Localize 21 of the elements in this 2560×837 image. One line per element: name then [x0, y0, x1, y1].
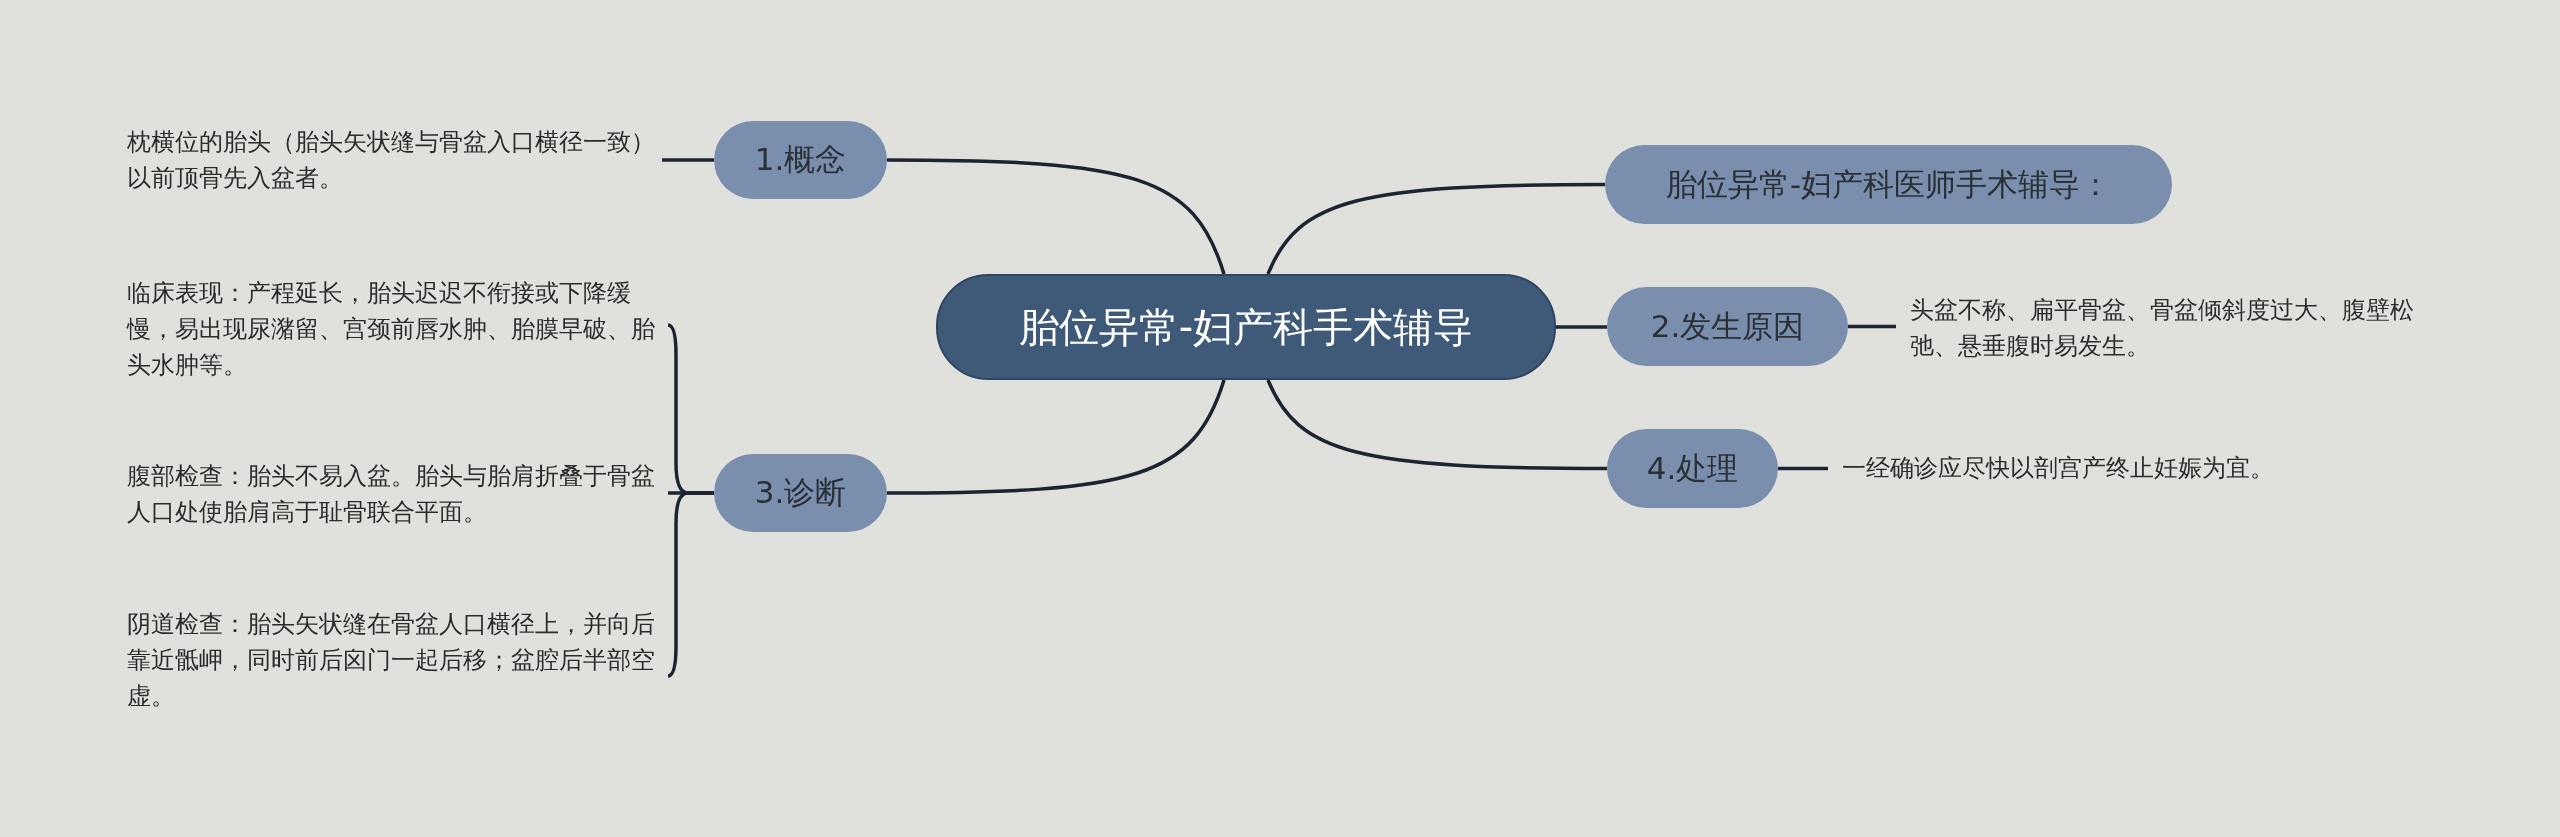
note-text: 阴道检查：胎头矢状缝在骨盆人口横径上，并向后靠近骶岬，同时前后囟门一起后移；盆腔后半部空虚。 — [127, 606, 662, 714]
connector — [1266, 182, 1605, 275]
connector — [662, 158, 714, 162]
note-text: 枕横位的胎头（胎头矢状缝与骨盆入口横径一致）以前顶骨先入盆者。 — [127, 124, 662, 196]
connector — [887, 379, 1226, 495]
topic-pill: 1.概念 — [714, 121, 887, 199]
note-text: 临床表现：产程延长，胎头迟迟不衔接或下降缓慢，易出现尿潴留、宫颈前唇水肿、胎膜早破、胎头水肿等。 — [127, 275, 662, 383]
topic-pill: 2.发生原因 — [1607, 287, 1848, 366]
connector — [1266, 379, 1607, 471]
topic-pill: 胎位异常-妇产科医师手术辅导： — [1605, 145, 2172, 224]
note-text: 腹部检查：胎头不易入盆。胎头与胎肩折叠于骨盆人口处使胎肩高于耻骨联合平面。 — [127, 458, 662, 530]
connector — [667, 491, 714, 678]
connector — [1848, 324, 1896, 329]
note-text: 头盆不称、扁平骨盆、骨盆倾斜度过大、腹壁松弛、悬垂腹时易发生。 — [1910, 292, 2445, 364]
note-text: 一经确诊应尽快以剖宫产终止妊娠为宜。 — [1842, 450, 2362, 486]
topic-pill: 4.处理 — [1607, 429, 1778, 508]
central-topic-pill: 胎位异常-妇产科手术辅导 — [936, 274, 1556, 380]
connector — [887, 158, 1226, 275]
connector — [1556, 325, 1607, 329]
connector — [1778, 466, 1828, 471]
topic-pill: 3.诊断 — [714, 454, 887, 532]
